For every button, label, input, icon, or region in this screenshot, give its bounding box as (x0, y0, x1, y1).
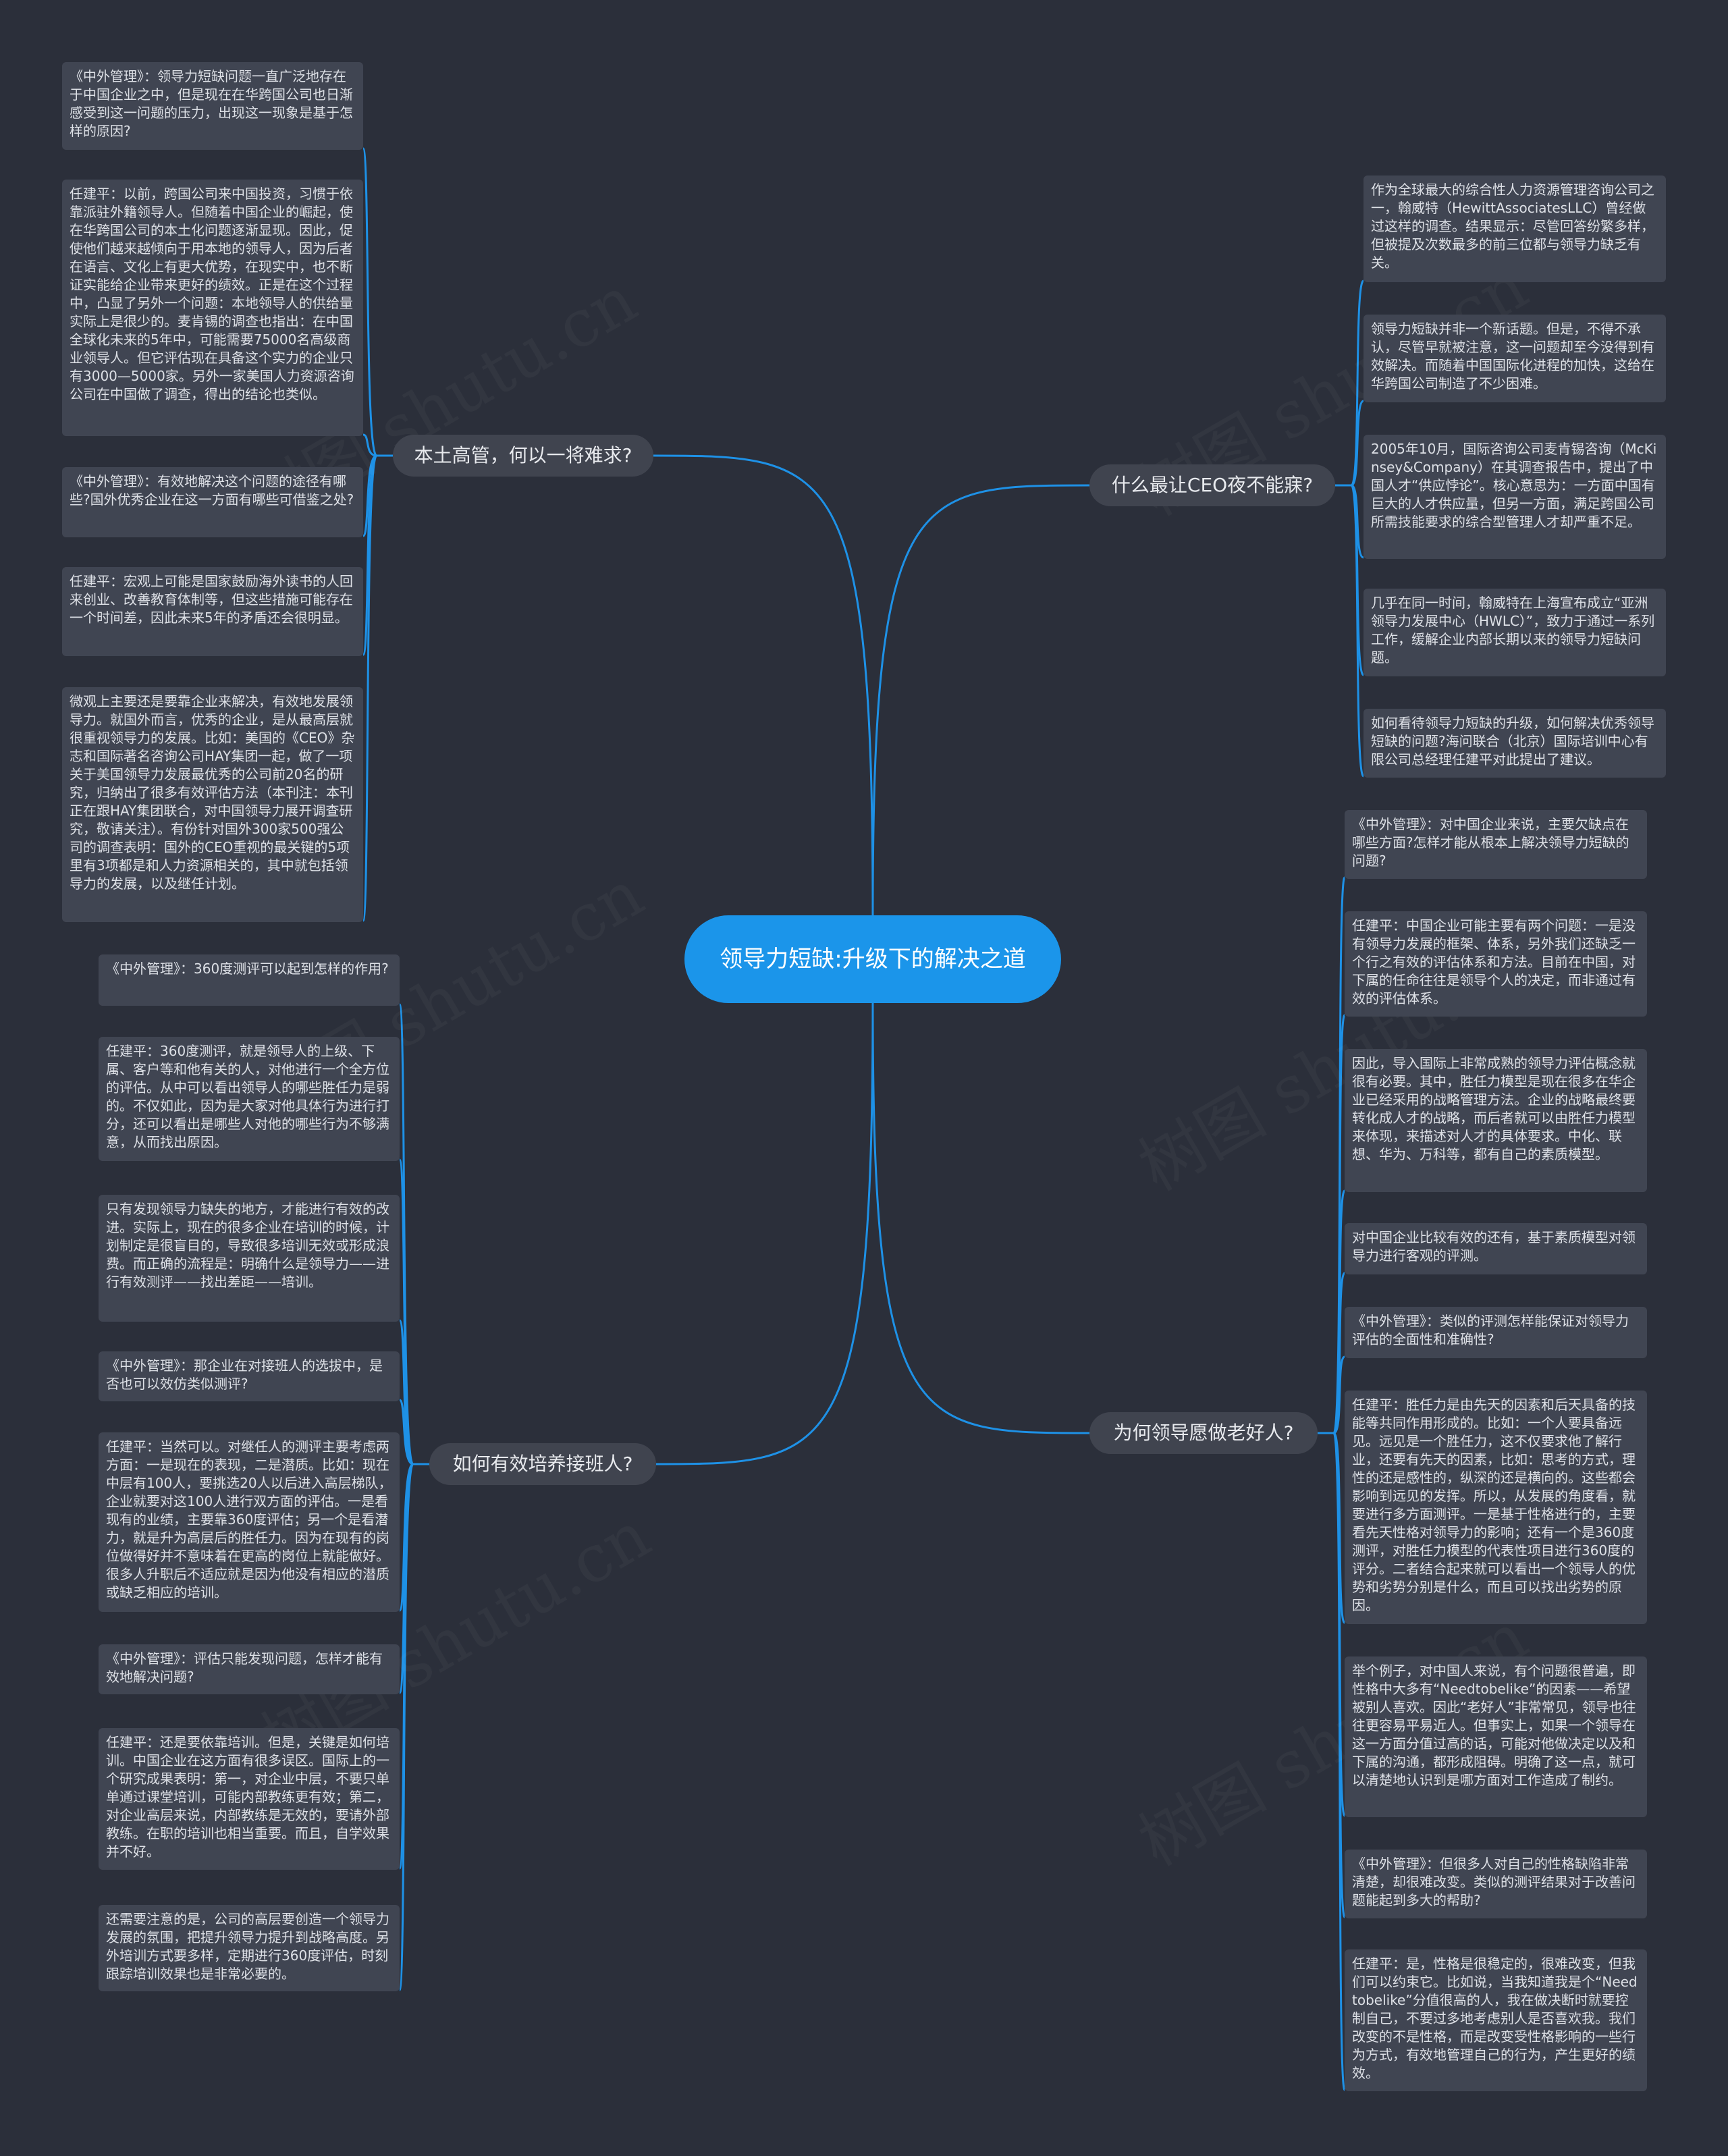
branch-leaf-connector (1332, 1432, 1346, 2091)
branch-leaf-connector (362, 454, 377, 537)
leaf-note[interactable]: 如何看待领导力短缺的升级，如何解决优秀领导短缺的问题?海问联合（北京）国际培训中… (1364, 709, 1666, 778)
leaf-note[interactable]: 《中外管理》：评估只能发现问题，怎样才能有效地解决问题? (99, 1644, 400, 1694)
branch-leaf-connector (362, 454, 378, 922)
leaf-note[interactable]: 《中外管理》：那企业在对接班人的选拔中，是否也可以效仿类似测评? (99, 1351, 400, 1401)
leaf-note[interactable]: 还需要注意的是，公司的高层要创造一个领导力发展的氛围，把提升领导力提升到战略高度… (99, 1905, 400, 1991)
leaf-note[interactable]: 任建平：还是要依靠培训。但是，关键是如何培训。中国企业在这方面有很多误区。国际上… (99, 1728, 400, 1870)
branch-topic-good-guy-leaders[interactable]: 为何领导愿做老好人? (1089, 1412, 1318, 1454)
branch-leaf-connector (398, 1463, 414, 1991)
branch-leaf-connector (362, 454, 378, 656)
leaf-note[interactable]: 任建平：以前，跨国公司来中国投资，习惯于依靠派驻外籍领导人。但随着中国企业的崛起… (62, 180, 363, 436)
root-branch-connector (655, 1002, 874, 1465)
leaf-note[interactable]: 领导力短缺并非一个新话题。但是，不得不承认，尽管早就被注意，这一问题却至今没得到… (1364, 315, 1666, 402)
leaf-note[interactable]: 任建平：当然可以。对继任人的测评主要考虑两方面：一是现在的表现，二是潜质。比如：… (99, 1432, 400, 1612)
root-topic[interactable]: 领导力短缺:升级下的解决之道 (684, 915, 1061, 1003)
branch-leaf-connector (398, 1158, 414, 1465)
leaf-note[interactable]: 任建平：中国企业可能主要有两个问题：一是没有领导力发展的框架、体系，另外我们还缺… (1345, 911, 1647, 1017)
leaf-note[interactable]: 几乎在同一时间，翰威特在上海宣布成立“亚洲领导力发展中心（HWLC）”，致力于通… (1364, 589, 1666, 676)
branch-topic-successor-training[interactable]: 如何有效培养接班人? (429, 1443, 656, 1485)
branch-leaf-connector (398, 1399, 414, 1465)
branch-leaf-connector (362, 147, 378, 457)
leaf-note[interactable]: 任建平：胜任力是由先天的因素和后天具备的技能等共同作用形成的。比如：一个人要具备… (1345, 1391, 1647, 1624)
leaf-note[interactable]: 任建平：宏观上可能是国家鼓励海外读书的人回来创业、改善教育体制等，但这些措施可能… (62, 567, 363, 656)
branch-leaf-connector (1333, 1355, 1346, 1434)
leaf-note[interactable]: 对中国企业比较有效的还有，基于素质模型对领导力进行客观的评测。 (1345, 1223, 1647, 1274)
leaf-note[interactable]: 只有发现领导力缺失的地方，才能进行有效的改进。实际上，现在的很多企业在培训的时候… (99, 1195, 400, 1322)
branch-topic-ceo-concerns[interactable]: 什么最让CEO夜不能寐? (1089, 464, 1335, 506)
leaf-note[interactable]: 《中外管理》：有效地解决这个问题的途径有哪些?国外优秀企业在这一方面有哪些可借鉴… (62, 467, 363, 537)
leaf-note[interactable]: 《中外管理》：领导力短缺问题一直广泛地存在于中国企业之中，但是现在在华跨国公司也… (62, 62, 363, 150)
branch-leaf-connector (1350, 279, 1365, 487)
leaf-note[interactable]: 作为全球最大的综合性人力资源管理咨询公司之一，翰威特（HewittAssocia… (1364, 176, 1666, 282)
root-branch-connector (871, 484, 1090, 916)
leaf-note[interactable]: 《中外管理》：360度测评可以起到怎样的作用? (99, 954, 400, 1006)
leaf-note[interactable]: 任建平：360度测评，就是领导人的上级、下属、客户等和他有关的人，对他进行一个全… (99, 1037, 400, 1161)
leaf-note[interactable]: 《中外管理》：对中国企业来说，主要欠缺点在哪些方面?怎样才能从根本上解决领导力短… (1345, 810, 1647, 879)
root-branch-connector (871, 1002, 1090, 1434)
leaf-note[interactable]: 《中外管理》：但很多人对自己的性格缺陷非常清楚，却很难改变。类似的测评结果对于改… (1345, 1850, 1647, 1918)
leaf-note[interactable]: 举个例子，对中国人来说，有个问题很普遍，即性格中大多有“Needtobelike… (1345, 1656, 1647, 1817)
branch-leaf-connector (1350, 484, 1365, 778)
branch-leaf-connector (1351, 400, 1364, 487)
branch-leaf-connector (398, 1319, 414, 1465)
branch-leaf-connector (362, 433, 377, 457)
leaf-note[interactable]: 《中外管理》：类似的评测怎样能保证对领导力评估的全面性和准确性? (1345, 1307, 1647, 1358)
root-branch-connector (653, 454, 874, 916)
leaf-note[interactable]: 2005年10月，国际咨询公司麦肯锡咨询（McKinsey&Company）在其… (1364, 435, 1666, 559)
leaf-note[interactable]: 任建平：是，性格是很稳定的，很难改变，但我们可以约束它。比如说，当我知道我是个“… (1345, 1949, 1647, 2091)
leaf-note[interactable]: 微观上主要还是要靠企业来解决，有效地发展领导力。就国外而言，优秀的企业，是从最高… (62, 687, 363, 922)
branch-topic-local-executives[interactable]: 本土高管，何以一将难求? (393, 435, 653, 477)
leaf-note[interactable]: 因此，导入国际上非常成熟的领导力评估概念就很有必要。其中，胜任力模型是现在很多在… (1345, 1049, 1647, 1192)
